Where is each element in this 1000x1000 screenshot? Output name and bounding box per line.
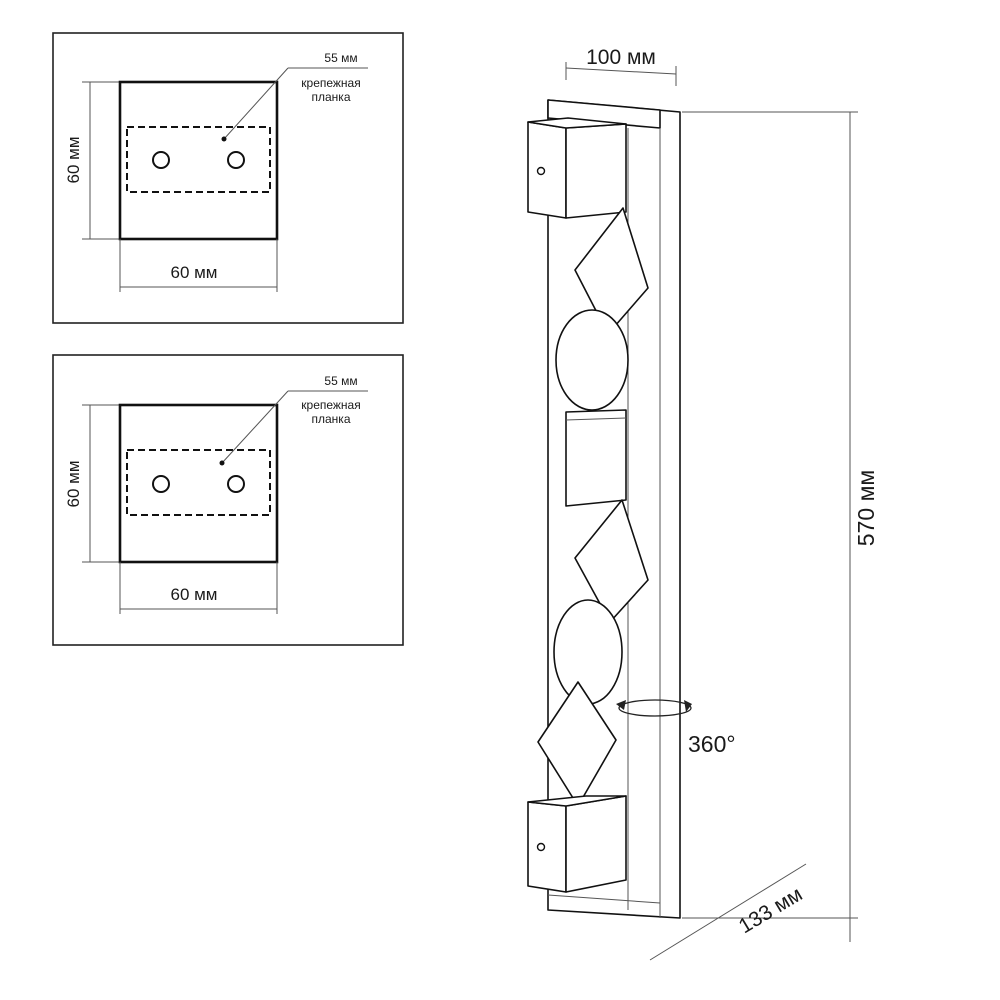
width-label: 60 мм [170, 263, 217, 282]
screw-hole-icon [227, 151, 245, 169]
width-label: 60 мм [170, 585, 217, 604]
screw-hole-icon [227, 475, 245, 493]
callout-leader [221, 390, 289, 464]
height-label: 60 мм [64, 136, 83, 183]
screw-icon [536, 166, 546, 176]
mounting-bracket [126, 126, 271, 193]
bracket-name-line1: крепежная [301, 398, 360, 412]
bracket-name-line1: крепежная [301, 76, 360, 90]
mount-panel-top: 60 мм 60 мм 55 мм крепежная планка [52, 32, 404, 324]
screw-hole-icon [152, 151, 170, 169]
height-label: 60 мм [64, 460, 83, 507]
round-shade [553, 599, 623, 705]
fixture-depth-label: 133 мм [735, 883, 807, 939]
width-dimension-line [565, 67, 677, 75]
fixture-width-label: 100 мм [586, 46, 656, 69]
mounting-bracket [126, 449, 271, 516]
top-block-side [527, 121, 567, 219]
bottom-block-side [527, 801, 567, 893]
bracket-name-line2: планка [312, 90, 351, 104]
screw-hole-icon [152, 475, 170, 493]
depth-dimension-line [649, 863, 807, 961]
round-shade [555, 309, 629, 411]
screw-icon [536, 842, 546, 852]
rotation-label: 360° [688, 731, 736, 757]
bracket-name-line2: планка [312, 412, 351, 426]
top-block-front [565, 123, 627, 219]
bracket-width-label: 55 мм [324, 374, 357, 388]
callout-leader [223, 67, 289, 140]
rotation-arrow-icon [618, 699, 692, 717]
mount-plate [118, 80, 279, 241]
bracket-width-label: 55 мм [324, 51, 357, 65]
fixture-height-label: 570 мм [853, 470, 879, 546]
bottom-block-front [565, 795, 627, 893]
fixture-drawing: 100 мм 360° [527, 46, 879, 961]
square-shade [565, 409, 627, 507]
mount-panel-bottom: 60 мм 60 мм 55 мм крепежная планка [52, 354, 404, 646]
